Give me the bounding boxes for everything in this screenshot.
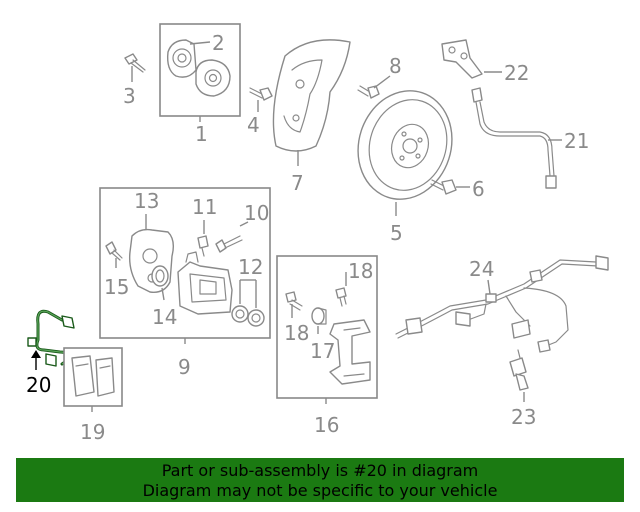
brake-rotor-part[interactable] <box>344 78 465 211</box>
wheel-hub-part[interactable] <box>166 39 231 97</box>
bracket-bolt-upper-part[interactable] <box>335 287 347 307</box>
brake-hose-part[interactable] <box>471 87 557 189</box>
caliper-assembly-group: 13 15 14 11 10 <box>99 187 271 379</box>
callout-18-lower: 18 <box>284 321 309 345</box>
caliper-bleeder-part[interactable] <box>105 241 123 261</box>
caliper-bolt-part[interactable] <box>215 235 243 253</box>
callout-17: 17 <box>310 339 335 363</box>
callout-4: 4 <box>247 113 260 137</box>
hub-assembly-group: 2 1 <box>159 23 241 146</box>
callout-14: 14 <box>152 305 177 329</box>
piston-seal-part[interactable] <box>151 265 169 287</box>
callout-6: 6 <box>472 177 485 201</box>
callout-20: 20 <box>26 373 51 397</box>
callout-8: 8 <box>389 54 402 78</box>
callout-12: 12 <box>238 255 263 279</box>
rotor-screw-part[interactable] <box>357 85 380 99</box>
callout-13: 13 <box>134 189 159 213</box>
callout-10: 10 <box>244 201 269 225</box>
callout-24: 24 <box>469 257 494 281</box>
wiring-harness-part[interactable] <box>395 255 609 353</box>
callout-19: 19 <box>80 420 105 444</box>
caliper-carrier-part[interactable] <box>177 251 233 315</box>
callout-9: 9 <box>178 355 191 379</box>
callout-3: 3 <box>123 84 136 108</box>
hub-bolt-part[interactable] <box>124 53 146 73</box>
callout-22: 22 <box>504 61 529 85</box>
callout-16: 16 <box>314 413 339 437</box>
caliper-piston-part[interactable] <box>231 305 265 327</box>
callout-23: 23 <box>511 405 536 429</box>
callout-2: 2 <box>212 31 225 55</box>
callout-11: 11 <box>192 195 217 219</box>
rotor-set-screw-part[interactable] <box>430 179 457 195</box>
guide-bushing-part[interactable] <box>311 307 327 325</box>
banner-line-1: Part or sub-assembly is #20 in diagram <box>161 461 479 480</box>
brake-pads-part[interactable] <box>71 355 115 397</box>
hose-bracket-part[interactable] <box>441 39 483 79</box>
callout-1: 1 <box>195 122 208 146</box>
callout-15: 15 <box>104 275 129 299</box>
callout-5: 5 <box>390 221 403 245</box>
caliper-housing-part[interactable] <box>128 228 175 293</box>
callout-21: 21 <box>564 129 589 153</box>
info-banner: Part or sub-assembly is #20 in diagram D… <box>16 458 624 502</box>
splash-shield-part[interactable] <box>272 39 351 152</box>
shield-bolt-part[interactable] <box>249 87 273 101</box>
banner-line-2: Diagram may not be specific to your vehi… <box>142 481 498 500</box>
abs-sensor-part[interactable] <box>509 349 529 391</box>
caliper-bracket-part[interactable] <box>329 319 371 385</box>
caliper-bracket-group: 18 18 17 16 <box>276 255 378 437</box>
guide-pin-part[interactable] <box>197 235 209 257</box>
callout-18-upper: 18 <box>348 259 373 283</box>
brake-pads-group: 19 <box>63 347 123 444</box>
callout-7: 7 <box>291 171 304 195</box>
